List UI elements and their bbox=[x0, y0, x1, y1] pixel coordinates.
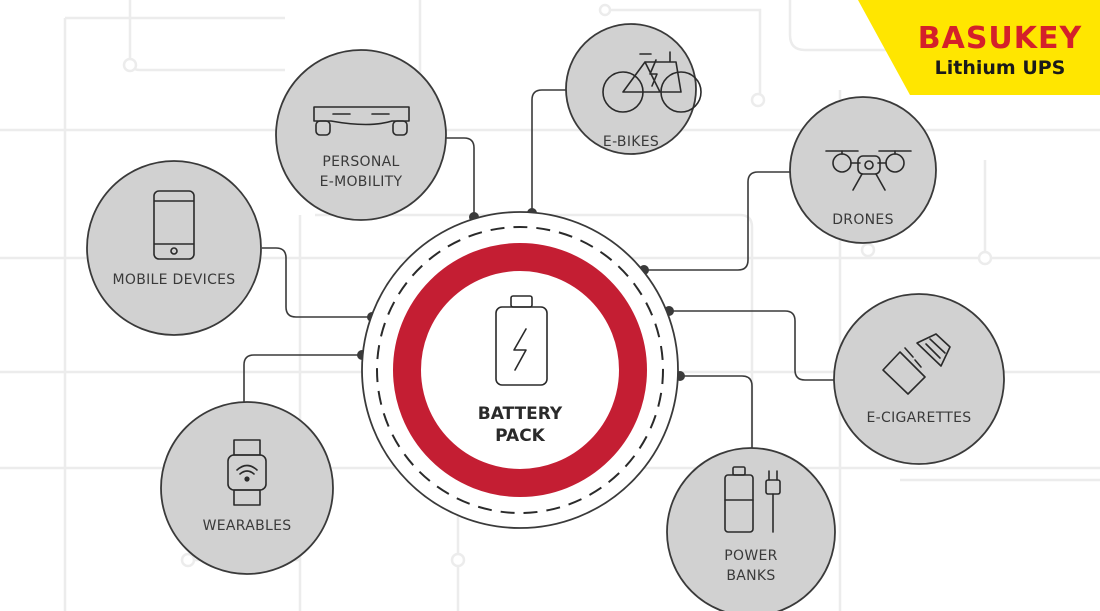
battery-charging-icon bbox=[495, 295, 548, 386]
connector-power-banks bbox=[680, 375, 753, 463]
drone-icon bbox=[825, 150, 912, 191]
node-personal-e-mobility bbox=[275, 49, 447, 221]
connector-e-cigarettes bbox=[669, 310, 834, 381]
node-label-drones: DRONES bbox=[832, 212, 894, 228]
node-label-wearables: WEARABLES bbox=[202, 518, 292, 534]
connector-mobile-devices bbox=[262, 247, 372, 318]
node-label-e-bikes: E-BIKES bbox=[602, 134, 660, 150]
brand-logo: BASUKEY bbox=[917, 21, 1083, 56]
connector-drones bbox=[644, 171, 793, 271]
e-cigarette-icon bbox=[882, 333, 951, 395]
hub-label-line2: PACK bbox=[495, 426, 545, 446]
e-bike-icon bbox=[602, 51, 702, 113]
node-power-banks bbox=[666, 447, 836, 611]
brand-badge: BASUKEY Lithium UPS bbox=[858, 0, 1100, 95]
hub-label: BATTERY PACK bbox=[470, 403, 570, 447]
node-e-cigarettes bbox=[833, 293, 1005, 465]
battery-pack-hub bbox=[361, 211, 679, 529]
node-mobile-devices bbox=[86, 160, 262, 336]
brand-tagline: Lithium UPS bbox=[934, 57, 1066, 79]
node-drones bbox=[789, 96, 937, 244]
connector-e-bikes bbox=[531, 89, 567, 213]
connector-lines bbox=[243, 89, 834, 463]
node-e-bikes bbox=[565, 23, 702, 155]
node-label-personal-e-mobility: PERSONAL E-MOBILITY bbox=[319, 154, 403, 190]
connector-personal-e-mobility bbox=[446, 137, 475, 217]
background-circuit-nodes bbox=[122, 3, 993, 568]
hub-red-ring bbox=[393, 243, 647, 497]
hoverboard-icon bbox=[313, 106, 410, 136]
hub-label-line1: BATTERY bbox=[477, 404, 563, 424]
node-label-mobile-devices: MOBILE DEVICES bbox=[112, 272, 236, 288]
node-wearables bbox=[160, 401, 334, 575]
smartwatch-icon bbox=[227, 439, 267, 506]
node-label-power-banks: POWER BANKS bbox=[724, 548, 778, 584]
node-label-e-cigarettes: E-CIGARETTES bbox=[866, 410, 972, 426]
connector-wearables bbox=[243, 354, 362, 404]
brand-badge-background bbox=[858, 0, 1100, 95]
power-bank-icon bbox=[724, 466, 781, 533]
smartphone-icon bbox=[153, 190, 195, 260]
